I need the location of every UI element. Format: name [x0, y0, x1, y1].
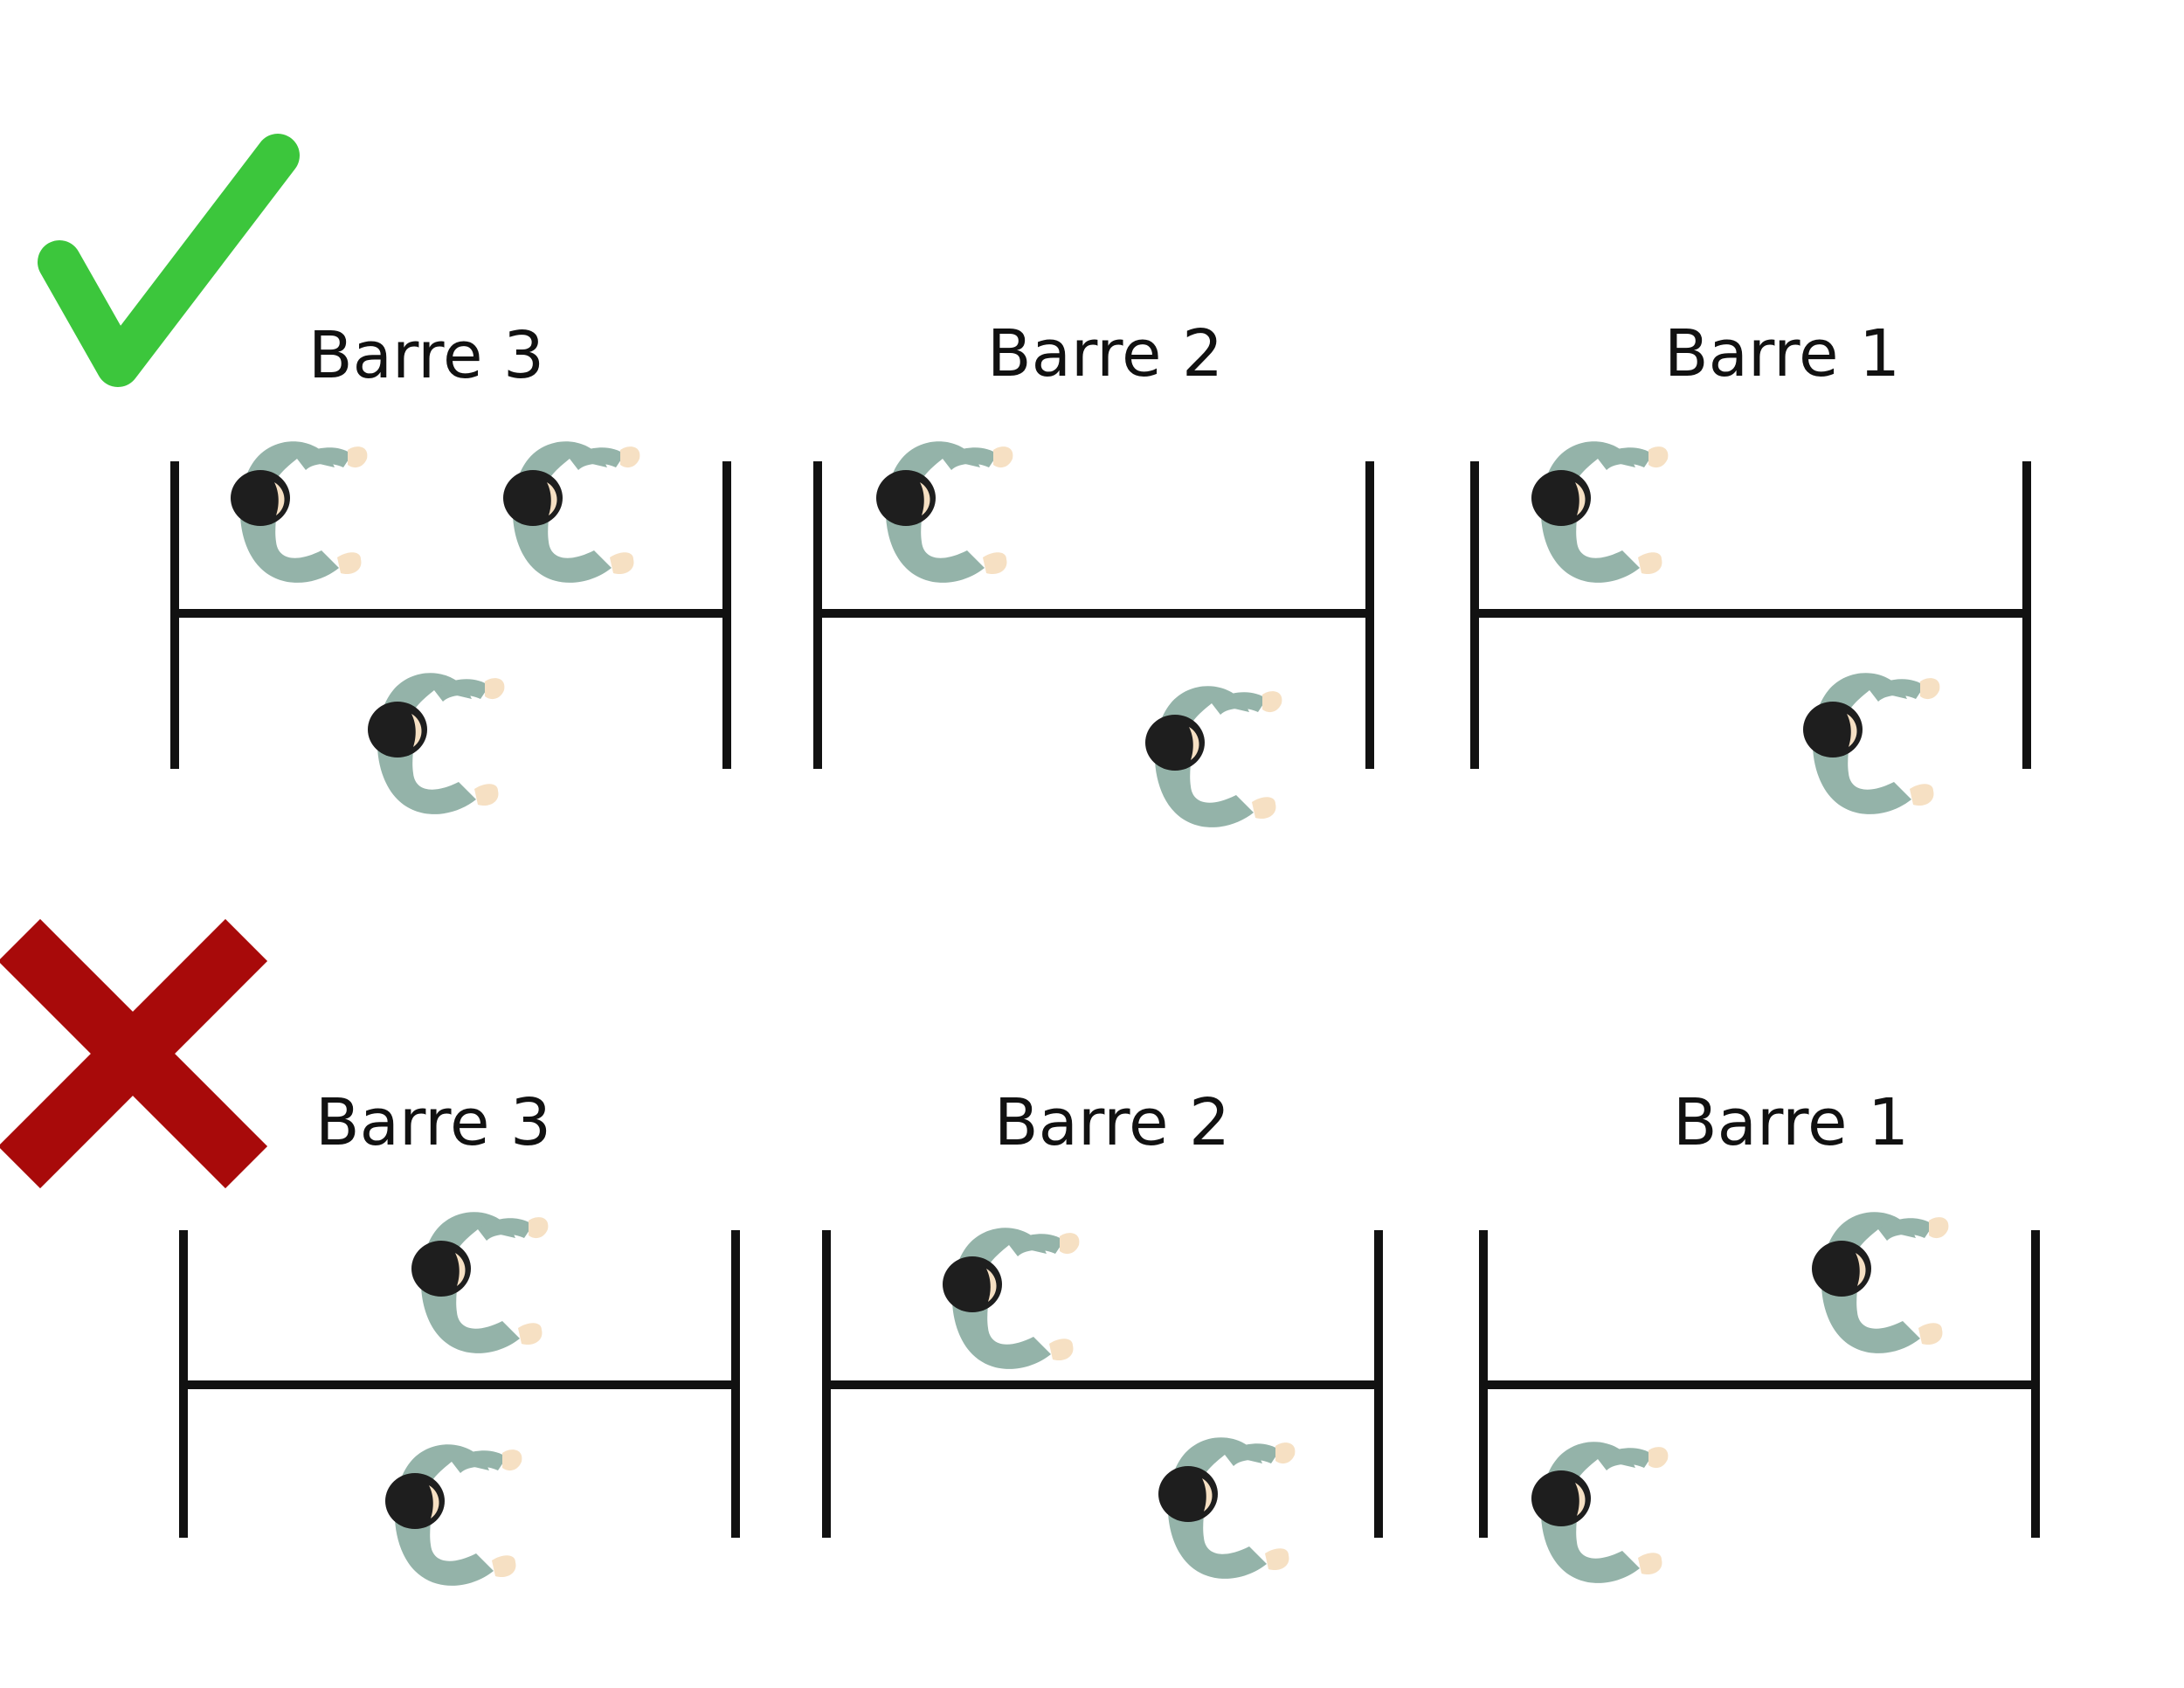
- dancer-top-view-icon: [231, 441, 367, 583]
- barre-label: Barre 3: [308, 318, 544, 393]
- barre-label: Barre 3: [315, 1085, 551, 1160]
- barre-label: Barre 2: [987, 316, 1223, 391]
- barres: [175, 461, 2035, 1538]
- dancer-top-view-icon: [411, 1212, 548, 1353]
- cross-icon: [40, 961, 225, 1146]
- dancer-top-view-icon: [943, 1228, 1079, 1369]
- barre-label: Barre 1: [1673, 1085, 1909, 1160]
- barre-frame: [826, 1230, 1379, 1538]
- dancer-top-view-icon: [1531, 1442, 1668, 1583]
- dancer-top-view-icon: [1803, 673, 1939, 814]
- dancer-top-view-icon: [385, 1444, 522, 1586]
- barre-label: Barre 2: [994, 1085, 1230, 1160]
- dancer-top-view-icon: [503, 441, 639, 583]
- barre-label: Barre 1: [1664, 316, 1900, 391]
- dancer-top-view-icon: [876, 441, 1013, 583]
- dancer-top-view-icon: [1531, 441, 1668, 583]
- dancer-top-view-icon: [1145, 686, 1282, 827]
- dancer-top-view-icon: [368, 673, 504, 814]
- dancer-top-view-icon: [1158, 1437, 1295, 1579]
- dancer-top-view-icon: [1812, 1212, 1948, 1353]
- check-icon: [59, 156, 278, 365]
